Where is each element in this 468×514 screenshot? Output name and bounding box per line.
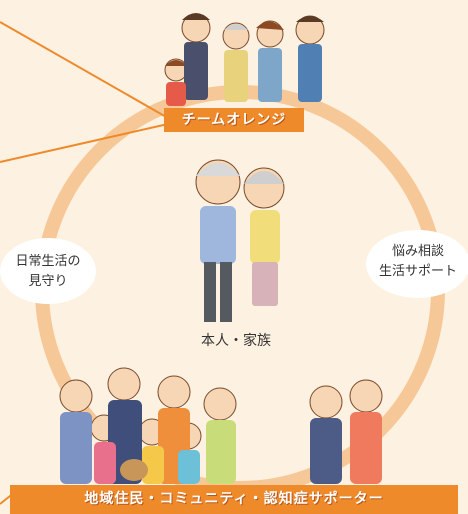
community-crowd-illustration <box>59 367 383 484</box>
watch-over-bubble: 日常生活の 見守り <box>0 238 96 304</box>
center-couple-illustration <box>195 159 285 322</box>
watch-over-line1: 日常生活の <box>15 254 81 269</box>
community-banner: 地域住民・コミュニティ・認知症サポーター <box>10 485 458 514</box>
consultation-line2: 生活サポート <box>378 264 457 279</box>
consultation-bubble: 悩み相談 生活サポート <box>366 230 468 298</box>
person-family-label: 本人・家族 <box>201 333 271 349</box>
connector-line-middle <box>0 123 169 163</box>
connector-line-top <box>0 21 169 119</box>
watch-over-line2: 見守り <box>28 274 68 289</box>
consultation-line1: 悩み相談 <box>391 244 444 259</box>
team-orange-illustration <box>164 13 325 106</box>
team-orange-banner: チームオレンジ <box>164 108 304 132</box>
